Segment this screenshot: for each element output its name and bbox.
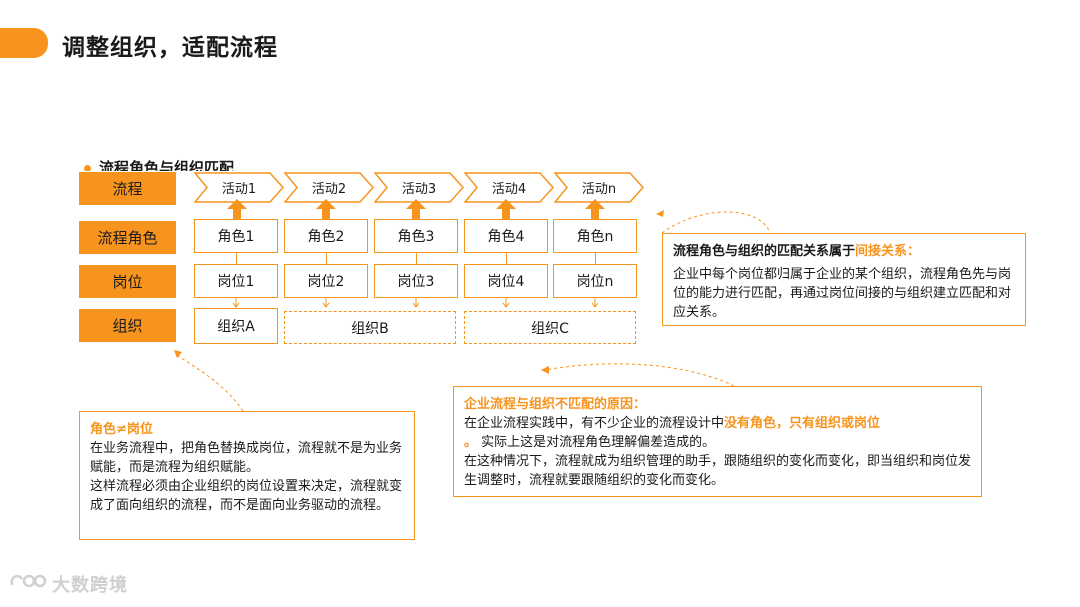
- activity-chevron: 活动3: [374, 172, 464, 203]
- activity-label: 活动4: [491, 182, 527, 197]
- mismatch-line2-dot: 。: [464, 435, 478, 450]
- activity-label: 活动n: [581, 182, 617, 197]
- activity-chevron: 活动2: [284, 172, 374, 203]
- activity-label: 活动3: [401, 182, 437, 197]
- position-box: 岗位n: [553, 264, 637, 298]
- up-arrow-icon: [406, 199, 426, 221]
- role-box: 角色4: [464, 219, 548, 253]
- title-accent-tab: [0, 28, 48, 58]
- bullet-dot: [84, 165, 91, 171]
- mismatch-line1-text: 在企业流程实践中，有不少企业的流程设计中: [464, 416, 725, 431]
- org-box: 组织B: [284, 311, 456, 344]
- up-arrow-icon: [496, 199, 516, 221]
- role-vs-position-title: 角色≠岗位: [90, 422, 153, 437]
- activity-label: 活动1: [221, 182, 257, 197]
- mismatch-line1-highlight: 没有角色，只有组织或岗位: [724, 416, 881, 431]
- section-heading: 流程角色与组织匹配: [84, 157, 234, 171]
- position-box: 岗位3: [374, 264, 458, 298]
- section-heading-text: 流程角色与组织匹配: [99, 159, 235, 171]
- activity-chevron: 活动4: [464, 172, 554, 203]
- position-box: 岗位4: [464, 264, 548, 298]
- mismatch-reason-title: 企业流程与组织不匹配的原因：: [464, 397, 647, 412]
- role-vs-position-box: 角色≠岗位 在业务流程中，把角色替换成岗位，流程就不是为业务赋能，而是流程为组织…: [79, 411, 415, 540]
- mismatch-reason-box: 企业流程与组织不匹配的原因： 在企业流程实践中，有不少企业的流程设计中没有角色，…: [453, 386, 982, 497]
- role-box: 角色1: [194, 219, 278, 253]
- up-arrow-icon: [585, 199, 605, 221]
- indirect-relation-title-text: 流程角色与组织的匹配关系属于: [673, 244, 856, 259]
- connector-line: [416, 253, 417, 264]
- role-box: 角色2: [284, 219, 368, 253]
- row-label-org: 组织: [79, 309, 176, 342]
- indirect-relation-title: 流程角色与组织的匹配关系属于间接关系：: [673, 242, 1015, 261]
- connector-line: [595, 253, 596, 264]
- indirect-relation-body: 企业中每个岗位都归属于企业的某个组织，流程角色先与岗位的能力进行匹配，再通过岗位…: [673, 267, 1012, 320]
- up-arrow-icon: [227, 199, 247, 221]
- watermark-text: 大数跨境: [52, 575, 128, 596]
- indirect-relation-highlight: 间接关系：: [855, 244, 921, 259]
- row-label-positions: 岗位: [79, 265, 176, 298]
- connector-line: [506, 253, 507, 264]
- mismatch-line2-text: 实际上这是对流程角色理解偏差造成的。: [477, 435, 716, 450]
- activity-chevron: 活动1: [194, 172, 284, 203]
- connector-line: [236, 253, 237, 264]
- mismatch-reason-line1: 在企业流程实践中，有不少企业的流程设计中没有角色，只有组织或岗位: [464, 414, 971, 433]
- row-label-process: 流程: [79, 172, 176, 205]
- activity-chevron: 活动n: [554, 172, 644, 203]
- position-box: 岗位1: [194, 264, 278, 298]
- role-box: 角色n: [553, 219, 637, 253]
- connector-line: [326, 253, 327, 264]
- mismatch-reason-line2: 。 实际上这是对流程角色理解偏差造成的。: [464, 433, 971, 452]
- mismatch-reason-line3: 在这种情况下，流程就成为组织管理的助手，跟随组织的变化而变化，即当组织和岗位发生…: [464, 454, 972, 488]
- position-box: 岗位2: [284, 264, 368, 298]
- activity-label: 活动2: [311, 182, 347, 197]
- role-box: 角色3: [374, 219, 458, 253]
- org-box: 组织C: [464, 311, 636, 344]
- watermark-icon: [10, 574, 47, 588]
- indirect-relation-box: 流程角色与组织的匹配关系属于间接关系： 企业中每个岗位都归属于企业的某个组织，流…: [662, 233, 1026, 326]
- up-arrow-icon: [316, 199, 336, 221]
- role-vs-position-para1: 在业务流程中，把角色替换成岗位，流程就不是为业务赋能，而是流程为组织赋能。: [90, 441, 403, 475]
- page-title: 调整组织，适配流程: [62, 35, 278, 61]
- watermark-logo: 大数跨境: [8, 571, 128, 597]
- role-vs-position-para2: 这样流程必须由企业组织的岗位设置来决定，流程就变成了面向组织的流程，而不是面向业…: [90, 479, 403, 513]
- row-label-roles: 流程角色: [79, 221, 176, 254]
- org-box: 组织A: [194, 308, 278, 344]
